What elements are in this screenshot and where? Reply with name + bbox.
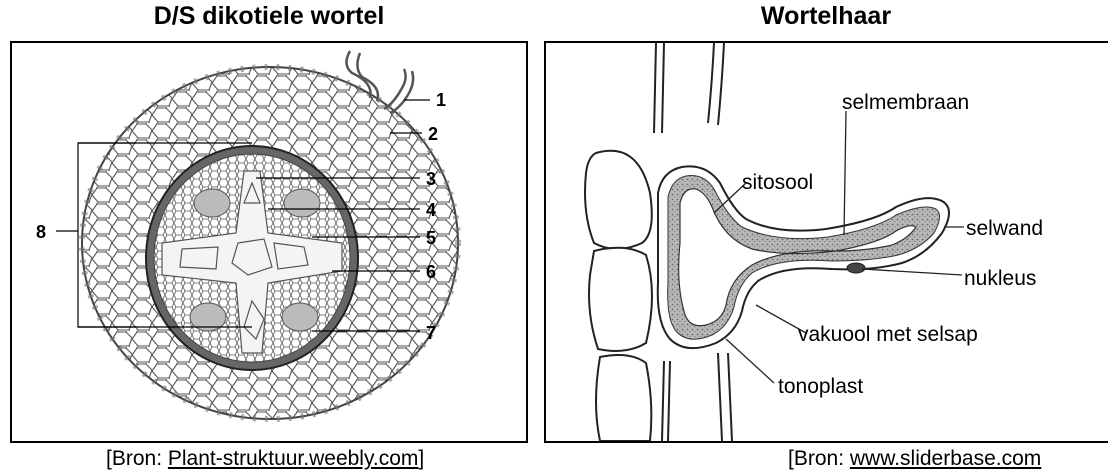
root-cross-section-panel: 1 2 3 4 5 6 7 8 — [10, 41, 528, 443]
label-8: 8 — [36, 222, 46, 242]
label-nukleus: nukleus — [964, 267, 1036, 290]
label-selwand: selwand — [966, 217, 1043, 240]
label-vakuool: vakuool met selsap — [798, 323, 978, 346]
left-source-prefix: [Bron: — [106, 447, 168, 470]
right-source-prefix: [Bron: — [788, 447, 850, 470]
root-hair-diagram: selmembraan sitosool selwand nukleus vak… — [546, 43, 1108, 441]
left-source-link[interactable]: Plant-struktuur.weebly.com — [168, 447, 419, 470]
root-hair-panel: selmembraan sitosool selwand nukleus vak… — [544, 41, 1108, 443]
label-4: 4 — [426, 200, 436, 220]
nucleus — [847, 263, 865, 273]
right-source: [Bron: www.sliderbase.com — [788, 447, 1041, 471]
label-3: 3 — [426, 169, 436, 189]
label-6: 6 — [426, 262, 436, 282]
label-tonoplast: tonoplast — [778, 375, 863, 398]
label-7: 7 — [426, 323, 436, 343]
left-source: [Bron: Plant-struktuur.weebly.com] — [106, 447, 424, 471]
label-sitosool: sitosool — [742, 171, 813, 194]
label-5: 5 — [426, 228, 436, 248]
label-1: 1 — [436, 90, 446, 110]
label-2: 2 — [428, 124, 438, 144]
right-source-link[interactable]: www.sliderbase.com — [850, 447, 1041, 470]
left-source-suffix: ] — [418, 447, 424, 470]
left-title: D/S dikotiele wortel — [10, 2, 528, 31]
right-title: Wortelhaar — [544, 2, 1108, 31]
root-cross-section-diagram: 1 2 3 4 5 6 7 8 — [12, 43, 526, 441]
label-selmembraan: selmembraan — [842, 91, 969, 114]
